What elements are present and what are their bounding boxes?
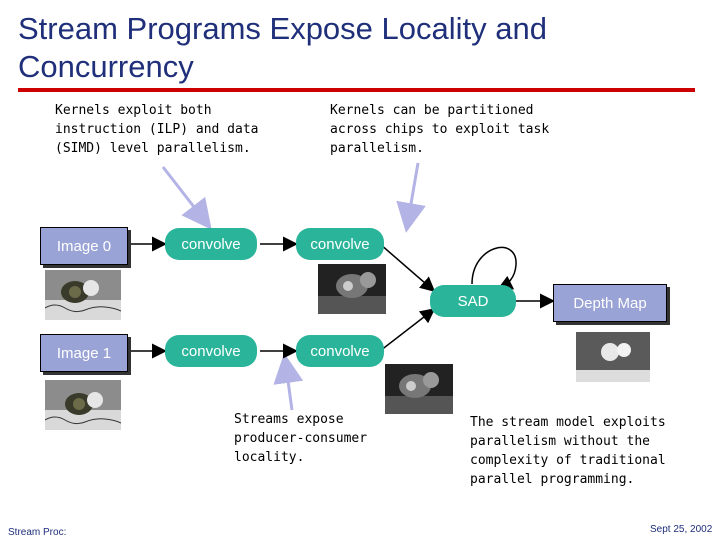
slide-title: Stream Programs Expose Locality and Conc… bbox=[18, 11, 547, 84]
convolved-thumbnail-1 bbox=[385, 364, 453, 414]
note-producer-consumer: Streams expose producer-consumer localit… bbox=[234, 412, 368, 465]
sad-kernel: SAD bbox=[430, 285, 516, 317]
convolve-kernel-1b: convolve bbox=[296, 335, 384, 367]
convolve-kernel-0a: convolve bbox=[165, 228, 257, 260]
image-1-thumbnail bbox=[45, 380, 121, 430]
sad-feedback-loop bbox=[471, 246, 517, 290]
convolve-label: convolve bbox=[181, 342, 241, 360]
footer-date: Sept 25, 2002 bbox=[650, 524, 713, 535]
depth-map-thumbnail bbox=[576, 332, 650, 382]
callout-arrow-partition bbox=[396, 162, 426, 233]
convolve-label: convolve bbox=[181, 235, 241, 253]
title-underline bbox=[18, 88, 695, 92]
depth-map-stream: Depth Map bbox=[553, 284, 667, 322]
depth-map-label: Depth Map bbox=[573, 294, 647, 312]
image-1-label: Image 1 bbox=[56, 344, 112, 362]
image-0-stream: Image 0 bbox=[40, 227, 128, 265]
footer-left: Stream Proc: bbox=[8, 527, 67, 538]
note-kernels-partition: Kernels can be partitioned across chips … bbox=[330, 103, 550, 156]
callout-arrow-locality bbox=[273, 353, 304, 411]
convolved-thumbnail-0 bbox=[318, 264, 386, 314]
image-0-thumbnail bbox=[45, 270, 121, 320]
note-kernels-ilp: Kernels exploit both instruction (ILP) a… bbox=[55, 103, 259, 156]
convolve-kernel-1a: convolve bbox=[165, 335, 257, 367]
sad-label: SAD bbox=[457, 292, 489, 310]
convolve-label: convolve bbox=[310, 342, 370, 360]
convolve-kernel-0b: convolve bbox=[296, 228, 384, 260]
callout-arrow-ilp bbox=[161, 166, 212, 230]
image-1-stream: Image 1 bbox=[40, 334, 128, 372]
convolve-label: convolve bbox=[310, 235, 370, 253]
note-stream-model: The stream model exploits parallelism wi… bbox=[470, 415, 666, 487]
image-0-label: Image 0 bbox=[56, 237, 112, 255]
